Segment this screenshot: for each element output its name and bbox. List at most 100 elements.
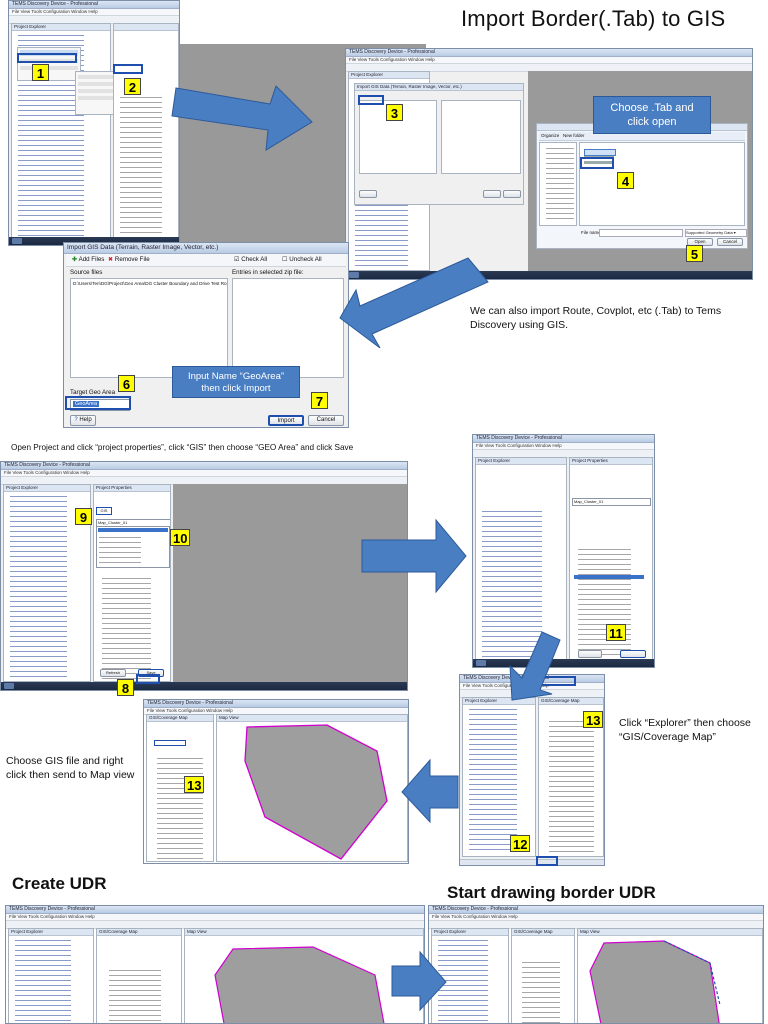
page-title: Import Border(.Tab) to GIS [461, 6, 726, 31]
file-name-input[interactable] [599, 229, 683, 237]
cancel-button[interactable] [503, 190, 521, 198]
geo-area-polygon[interactable] [214, 946, 385, 1024]
remove-file-button[interactable]: ✖ Remove File [108, 256, 150, 263]
context-menu-item[interactable] [20, 66, 78, 70]
coverage-tab[interactable]: GIS/Coverage Map [97, 929, 181, 936]
map-canvas[interactable] [185, 935, 424, 1024]
file-cancel-button[interactable]: Cancel [717, 238, 743, 246]
import-button[interactable] [483, 190, 501, 198]
save-button[interactable]: Save [138, 669, 164, 677]
step-1-badge: 1 [32, 64, 49, 81]
project-properties-panel: Project Properties GIS Map_Cluster_01 Re… [93, 484, 171, 682]
panel-title: Project Explorer [476, 458, 566, 465]
menu-bar[interactable]: File View Tools Configuration Window Hel… [9, 9, 179, 16]
save-button[interactable] [620, 650, 646, 658]
taskbar [346, 271, 752, 279]
gis-tree[interactable] [105, 967, 179, 1023]
menu-bar[interactable]: File View Tools Configuration Window Hel… [429, 914, 763, 921]
help-label: Help [79, 417, 92, 423]
geo-area-dropdown[interactable] [96, 526, 170, 568]
menu-bar[interactable]: File View Tools Configuration Window Hel… [6, 914, 424, 921]
layer-selected[interactable] [574, 575, 644, 579]
organize-button[interactable]: Organize [541, 133, 560, 138]
panel-title-2 [114, 24, 178, 31]
udr-drawing-line[interactable] [663, 940, 721, 1006]
uncheck-all-button[interactable]: ☐ Uncheck All [282, 256, 322, 263]
import-button[interactable]: Import [268, 415, 304, 426]
submenu-item[interactable] [78, 75, 120, 79]
new-folder-button[interactable]: New folder [563, 133, 585, 138]
nav-tree[interactable] [542, 145, 574, 223]
file-dialog-toolbar: Organize New folder [539, 132, 745, 141]
project-tree[interactable] [11, 937, 91, 1023]
check-all-button[interactable]: ☑ Check All [234, 256, 267, 263]
map-canvas[interactable] [578, 935, 763, 1024]
add-files-label: Add Files [78, 256, 105, 263]
coverage-tab[interactable]: GIS/Coverage Map [539, 698, 603, 705]
gis-tree[interactable] [518, 959, 572, 1023]
taskbar [9, 237, 179, 245]
menu-bar[interactable]: File View Tools Configuration Window Hel… [473, 443, 654, 450]
dropdown-option-selected[interactable] [98, 528, 168, 532]
screenshot-map-view: TEMS Discovery Device - Professional Fil… [143, 699, 409, 864]
map-view-panel: Map View [184, 928, 424, 1024]
gis-tab[interactable]: GIS [96, 507, 112, 515]
add-files-button[interactable]: ✚ Add Files [72, 256, 104, 263]
import-dialog-toolbar: ✚ Add Files ✖ Remove File ☑ Check All ☐ … [66, 254, 346, 267]
file-type-select[interactable]: Supported Geometry Data ▾ [685, 229, 747, 237]
layers-list[interactable] [98, 575, 168, 679]
gis-tree[interactable] [153, 755, 211, 859]
geo-area-select[interactable]: Map_Cluster_01 [572, 498, 651, 506]
import-dialog-title: Import GIS Data (Terrain, Raster Image, … [64, 243, 348, 254]
project-tree[interactable] [434, 937, 506, 1023]
panel-title: Project Explorer [12, 24, 110, 31]
project-tree[interactable] [465, 706, 533, 854]
start-button[interactable] [4, 683, 14, 689]
map-canvas[interactable] [217, 721, 408, 861]
screenshot-import-dialog: TEMS Discovery Device - Professional Fil… [345, 48, 753, 280]
menu-bar[interactable]: File View Tools Configuration Window Hel… [346, 57, 752, 64]
highlight-gis-file [154, 740, 186, 746]
gis-tree[interactable] [545, 718, 601, 854]
highlight-selected-file [580, 157, 614, 169]
geo-area-polygon[interactable] [244, 724, 388, 860]
refresh-button[interactable] [578, 650, 602, 658]
entries-label: Entries in selected zip file: [232, 269, 304, 276]
geo-area-polygon[interactable] [589, 940, 720, 1024]
coverage-tab[interactable]: GIS/Coverage Map [512, 929, 574, 936]
start-button[interactable] [476, 660, 486, 666]
start-button[interactable] [12, 238, 22, 244]
step-2-badge: 2 [124, 78, 141, 95]
cancel-button[interactable]: Cancel [308, 415, 344, 426]
file-row[interactable] [584, 161, 614, 164]
entries-list[interactable] [441, 100, 521, 174]
file-tree[interactable] [116, 94, 176, 236]
submenu-item[interactable] [78, 89, 120, 93]
help-button[interactable] [359, 190, 377, 198]
coverage-tab[interactable]: GIS/Coverage Map [147, 715, 213, 722]
start-button[interactable] [349, 272, 359, 278]
refresh-button[interactable]: Refresh [100, 669, 126, 677]
help-icon: ? [74, 417, 78, 423]
window-title: TEMS Discovery Device - Professional [6, 906, 424, 914]
file-row-selected[interactable] [584, 149, 616, 156]
dropdown-options[interactable] [98, 534, 168, 566]
window-title: TEMS Discovery Device - Professional [460, 675, 604, 683]
submenu-item[interactable] [78, 96, 120, 100]
step-8-badge: 8 [117, 679, 134, 696]
help-button[interactable]: ? Help [70, 415, 96, 426]
project-tree[interactable] [6, 493, 88, 679]
file-list[interactable] [579, 142, 745, 226]
entries-list[interactable] [232, 278, 344, 378]
menu-bar[interactable]: File View Tools Configuration Window Hel… [460, 683, 604, 690]
screenshot-project-explorer: TEMS Discovery Device - Professional Fil… [8, 0, 180, 246]
source-files-list[interactable]: D:\Users\Ten\DG\Project\Geo Area\DG Clus… [70, 278, 228, 378]
menu-bar[interactable]: File View Tools Configuration Window Hel… [1, 470, 407, 477]
map-view-title: Map View [217, 715, 407, 722]
project-tree[interactable] [478, 508, 564, 658]
file-dialog-nav[interactable] [539, 142, 577, 226]
target-geo-area-label: Target Geo Area [70, 389, 116, 396]
step-7-badge: 7 [311, 392, 328, 409]
submenu-item[interactable] [78, 82, 120, 86]
source-file-row[interactable]: D:\Users\Ten\DG\Project\Geo Area\DG Clus… [73, 281, 227, 286]
